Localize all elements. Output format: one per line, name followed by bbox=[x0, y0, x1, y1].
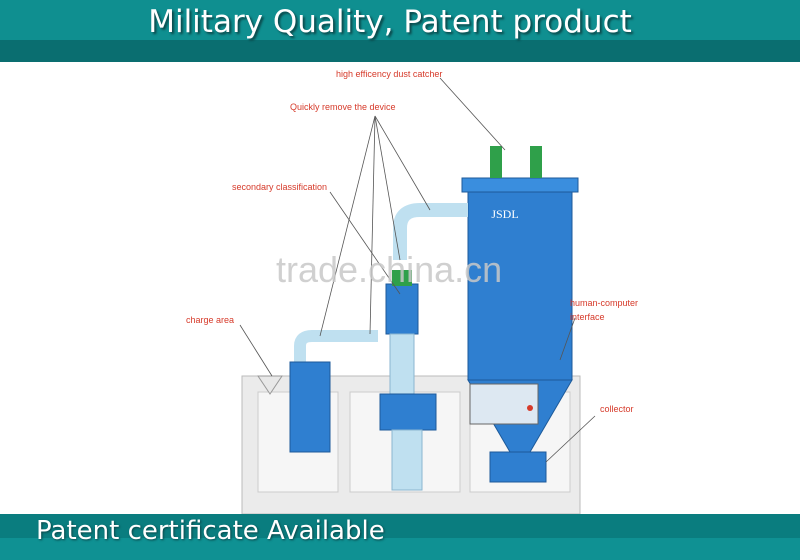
charge-unit bbox=[289, 361, 331, 453]
dust-catcher-lid bbox=[461, 177, 579, 193]
valve-icon bbox=[490, 146, 502, 178]
valve-icon bbox=[530, 146, 542, 178]
classifier-head bbox=[385, 283, 419, 335]
mill-unit bbox=[379, 393, 437, 431]
watermark-text: trade.china.cn bbox=[276, 249, 502, 290]
label-charge-area: charge area bbox=[186, 315, 234, 325]
control-indicator-icon bbox=[527, 405, 533, 411]
control-panel bbox=[469, 383, 539, 425]
label-collector: collector bbox=[600, 404, 634, 414]
duct-lower bbox=[294, 330, 378, 362]
duct-upper bbox=[393, 203, 468, 260]
feed-hopper bbox=[257, 375, 283, 395]
label-remove-device: Quickly remove the device bbox=[290, 102, 396, 112]
label-dust-catcher: high efficency dust catcher bbox=[336, 69, 442, 79]
brand-text: JSDL bbox=[491, 207, 518, 221]
classifier-pipe bbox=[389, 333, 415, 395]
label-secondary-classification: secondary classification bbox=[232, 182, 327, 192]
motor-icon bbox=[392, 270, 412, 286]
footer-title: Patent certificate Available bbox=[36, 516, 385, 546]
mill-base bbox=[391, 429, 423, 491]
machine-diagram: JSDL high efficency dust catcher Quickly… bbox=[186, 69, 638, 514]
label-hci-line1: human-computer bbox=[570, 298, 638, 308]
banner-title: Military Quality, Patent product bbox=[148, 4, 632, 40]
dust-catcher-body bbox=[467, 189, 573, 381]
collector-unit bbox=[489, 451, 547, 483]
top-banner-stripe bbox=[0, 40, 800, 62]
bottom-banner-stripe bbox=[0, 538, 800, 560]
label-hci-line2: interface bbox=[570, 312, 605, 322]
